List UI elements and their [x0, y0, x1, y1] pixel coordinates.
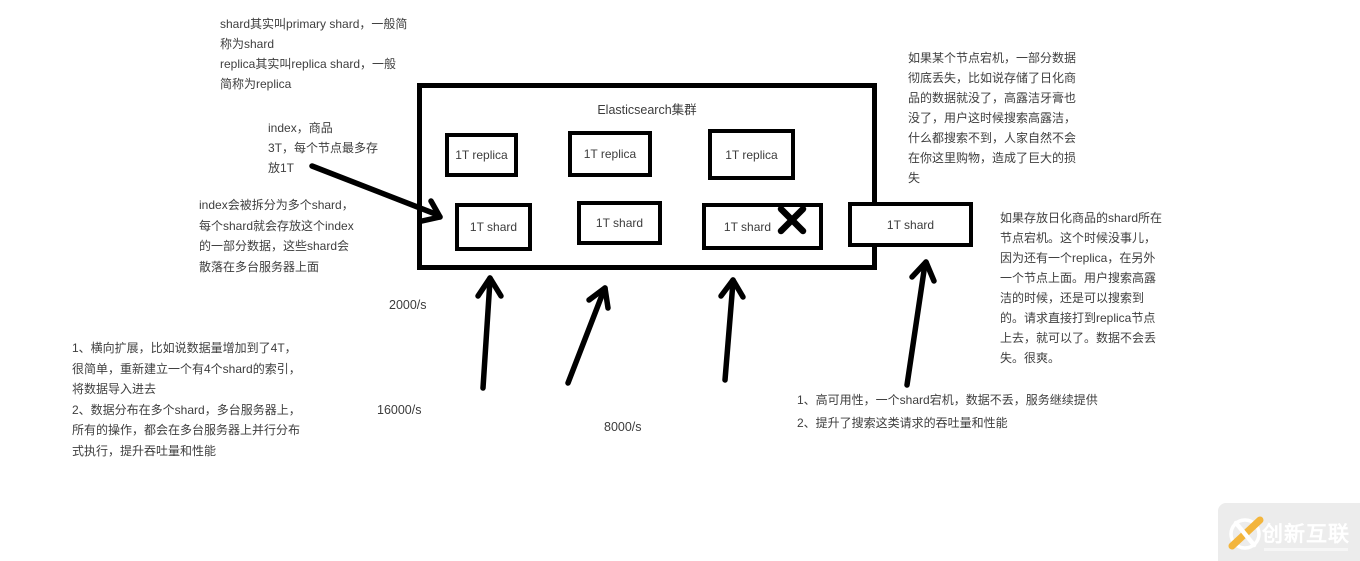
shard-box-3-failed: 1T shard — [702, 203, 823, 250]
note-high-availability: 1、高可用性，一个shard宕机，数据不丢，服务继续提供 2、提升了搜索这类请求… — [797, 393, 1098, 430]
throughput-label-16000: 16000/s — [377, 403, 422, 417]
shard-box-3-label: 1T shard — [723, 219, 772, 234]
shard-box-4-label: 1T shard — [886, 217, 935, 232]
shard-box-1-label: 1T shard — [469, 220, 518, 234]
replica-box-3: 1T replica — [708, 129, 795, 180]
replica-box-1-label: 1T replica — [455, 148, 508, 162]
replica-box-3-label: 1T replica — [725, 147, 778, 162]
throughput-label-8000: 8000/s — [604, 420, 642, 434]
watermark-brand-text: 创新互联 — [1262, 523, 1350, 546]
shard-box-2-label: 1T shard — [595, 216, 644, 230]
note-replica-failover: 如果存放日化商品的shard所在 节点宕机。这个时候没事儿， 因为还有一个rep… — [1000, 211, 1163, 365]
up-arrow-2 — [565, 285, 611, 386]
up-arrow-3 — [718, 277, 746, 383]
replica-box-2-label: 1T replica — [583, 147, 637, 161]
note-scaling: 1、横向扩展，比如说数据量增加到了4T， 很简单，重新建立一个有4个shard的… — [72, 341, 301, 458]
note-shard-naming: shard其实叫primary shard，一般简 称为shard replic… — [220, 17, 408, 91]
shard-box-4: 1T shard — [848, 202, 973, 247]
replica-box-1: 1T replica — [445, 133, 518, 177]
replica-box-2: 1T replica — [568, 131, 652, 177]
shard-box-2: 1T shard — [577, 201, 662, 245]
note-node-failure: 如果某个节点宕机，一部分数据 彻底丢失，比如说存储了日化商 品的数据就没了，高露… — [908, 51, 1077, 185]
cluster-title: Elasticsearch集群 — [597, 103, 697, 117]
up-arrow-1 — [475, 275, 504, 391]
note-index-info: index，商品 3T，每个节点最多存 放1T — [268, 121, 379, 175]
up-arrow-4 — [904, 259, 937, 388]
throughput-label-2000: 2000/s — [389, 298, 427, 312]
brand-logo-icon — [1228, 516, 1264, 550]
shard-box-1: 1T shard — [455, 203, 532, 251]
watermark-subtext-line — [1264, 548, 1348, 551]
note-index-split: index会被拆分为多个shard， 每个shard就会存放这个index 的一… — [199, 198, 354, 274]
watermark-badge: 创新互联 — [1218, 503, 1360, 561]
